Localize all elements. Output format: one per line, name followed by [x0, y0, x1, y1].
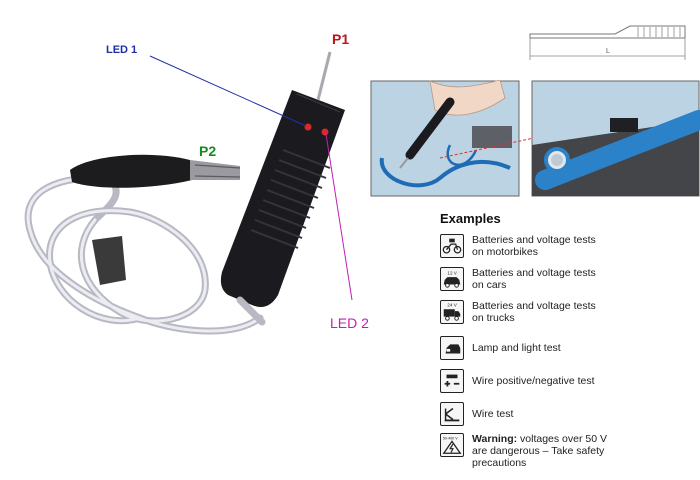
- example-item: 12 V Batteries and voltage tests on cars: [440, 267, 596, 291]
- example-text: Batteries and voltage tests on cars: [472, 267, 596, 291]
- led2-pointer: [325, 133, 353, 301]
- warning-bold: Warning:: [472, 433, 518, 445]
- led2-label: LED 2: [330, 315, 369, 331]
- example-item: 24 V Batteries and voltage tests on truc…: [440, 300, 596, 324]
- svg-text:50-400 V: 50-400 V: [443, 437, 458, 441]
- probe-p1: [316, 51, 332, 101]
- tester-body: [220, 51, 345, 326]
- wire-test-icon: [440, 402, 464, 426]
- high-voltage-warning-icon: 50-400 V: [440, 433, 464, 457]
- technical-drawing: L: [529, 25, 686, 60]
- polarity-icon: [440, 369, 464, 393]
- example-text: Lamp and light test: [472, 342, 561, 354]
- example-item: Lamp and light test: [440, 336, 561, 360]
- examples-title: Examples: [440, 211, 501, 226]
- alligator-clip-p2: [70, 154, 241, 188]
- example-text: Wire positive/negative test: [472, 375, 595, 387]
- svg-text:12 V: 12 V: [447, 270, 457, 275]
- example-item: Batteries and voltage tests on motorbike…: [440, 234, 596, 258]
- example-item: Wire positive/negative test: [440, 369, 595, 393]
- led-1: [304, 123, 312, 131]
- motorbike-battery-icon: [440, 234, 464, 258]
- examples-section: Examples Batteries and voltage tests on …: [440, 211, 670, 469]
- warning-item: 50-400 V Warning: voltages over 50 V are…: [440, 433, 607, 469]
- example-item: Wire test: [440, 402, 513, 426]
- tester-illustration: [24, 51, 353, 335]
- car-battery-icon: 12 V: [440, 267, 464, 291]
- led-2: [321, 128, 329, 136]
- example-text: Batteries and voltage tests on trucks: [472, 300, 596, 324]
- usage-panel-hand: [370, 80, 520, 197]
- led1-pointer: [149, 55, 307, 127]
- usage-panels: [370, 80, 700, 197]
- test-cable: [24, 174, 264, 335]
- warning-body: voltages over 50 V are dangerous – Take …: [472, 433, 607, 469]
- example-text: Wire test: [472, 408, 514, 420]
- p1-label: P1: [332, 31, 350, 47]
- svg-text:24 V: 24 V: [447, 303, 457, 308]
- warning-text: Warning: voltages over 50 V are dangerou…: [472, 433, 607, 469]
- p2-label: P2: [199, 143, 217, 159]
- cable-tie: [92, 236, 126, 285]
- lamp-icon: [440, 336, 464, 360]
- dimension-label: L: [606, 48, 610, 55]
- usage-panel-wire-detail: [531, 80, 700, 197]
- led1-label: LED 1: [106, 44, 138, 56]
- example-text: Batteries and voltage tests on motorbike…: [472, 234, 596, 258]
- truck-battery-icon: 24 V: [440, 300, 464, 324]
